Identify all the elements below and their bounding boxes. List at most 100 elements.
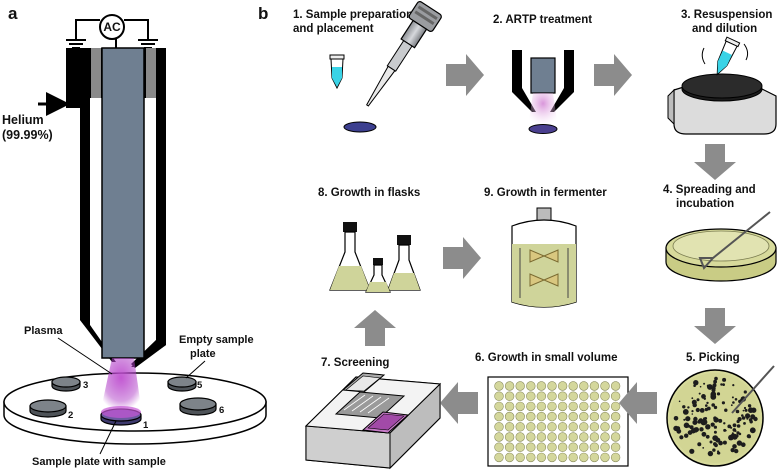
plate-6 xyxy=(179,397,217,416)
well xyxy=(526,411,536,422)
well xyxy=(515,401,525,412)
ac-label: AC xyxy=(103,20,121,34)
step-3-title-2: and dilution xyxy=(692,23,757,35)
colony xyxy=(712,383,717,388)
well xyxy=(579,452,589,463)
colony xyxy=(732,401,735,404)
well xyxy=(526,422,536,432)
well xyxy=(568,422,578,432)
arrow-8-to-9 xyxy=(443,237,481,279)
colony xyxy=(713,405,718,410)
well xyxy=(494,411,504,422)
well xyxy=(494,422,504,432)
step-6-illustration xyxy=(487,376,629,467)
step-1-illustration xyxy=(329,1,442,133)
well xyxy=(557,411,568,422)
colony xyxy=(718,418,723,423)
well xyxy=(600,411,610,422)
well xyxy=(547,452,557,463)
well xyxy=(504,422,515,432)
arrow-4-to-5 xyxy=(694,308,736,344)
plate-5 xyxy=(167,376,197,392)
colony xyxy=(692,402,697,408)
well xyxy=(568,391,578,401)
step-3-title: 3. Resuspension xyxy=(681,9,772,21)
well xyxy=(610,452,621,463)
well xyxy=(589,381,600,391)
well xyxy=(515,442,525,452)
well xyxy=(589,452,600,463)
colony xyxy=(701,394,706,399)
colony xyxy=(697,419,702,424)
plasma-label: Plasma xyxy=(24,325,63,337)
well xyxy=(610,442,621,452)
colony xyxy=(742,409,745,412)
plasma-jet xyxy=(100,358,142,414)
colony xyxy=(682,405,686,409)
well xyxy=(579,442,589,452)
central-electrode xyxy=(101,47,145,359)
well xyxy=(504,452,515,463)
colony xyxy=(748,407,754,414)
well xyxy=(579,411,589,422)
colony xyxy=(693,380,699,386)
colony xyxy=(710,394,713,396)
colony xyxy=(711,386,716,391)
colony xyxy=(724,408,728,412)
well xyxy=(547,381,557,391)
colony xyxy=(753,416,758,422)
step-9-illustration xyxy=(511,207,577,308)
well xyxy=(526,391,536,401)
flask-medium xyxy=(387,235,421,291)
pipette-icon xyxy=(366,1,442,107)
colony xyxy=(736,424,741,428)
step-5-title: 5. Picking xyxy=(686,352,740,364)
colony xyxy=(730,404,733,407)
well xyxy=(600,381,610,391)
well xyxy=(600,432,610,442)
well xyxy=(547,432,557,442)
colony xyxy=(732,444,737,449)
empty-plate-label-2: plate xyxy=(190,348,216,360)
well xyxy=(536,411,547,422)
colony xyxy=(691,413,694,415)
panel-b-letter: b xyxy=(258,4,268,23)
step-8-illustration xyxy=(329,222,421,293)
well xyxy=(579,391,589,401)
well xyxy=(504,432,515,442)
colony xyxy=(677,426,679,429)
colony xyxy=(741,414,744,417)
well xyxy=(494,391,504,401)
colony xyxy=(723,428,727,432)
step-1-title: 1. Sample preparation xyxy=(293,9,413,21)
plate-number-1: 1 xyxy=(143,420,149,431)
well xyxy=(515,381,525,391)
arrow-3-to-4 xyxy=(694,144,736,180)
colony xyxy=(720,383,723,386)
colony xyxy=(712,435,719,441)
well xyxy=(568,452,578,463)
well xyxy=(526,401,536,412)
colony xyxy=(697,442,702,447)
step-2-title: 2. ARTP treatment xyxy=(493,14,592,26)
plate-2 xyxy=(29,399,67,418)
colony xyxy=(730,426,733,429)
well xyxy=(568,411,578,422)
flask-small xyxy=(365,258,391,293)
well xyxy=(494,381,504,391)
well xyxy=(536,442,547,452)
well xyxy=(579,401,589,412)
plasma-leader xyxy=(57,337,113,375)
plasma-spot xyxy=(101,406,141,418)
colony xyxy=(705,404,708,407)
panel-b: b 1. Sample preparation and placement 2.… xyxy=(258,1,777,470)
colony xyxy=(718,442,721,445)
colony xyxy=(747,404,752,408)
colony xyxy=(691,410,694,413)
well xyxy=(610,391,621,401)
step-9-title: 9. Growth in fermenter xyxy=(484,187,607,199)
step-1-title-2: and placement xyxy=(293,23,374,35)
sample-disk xyxy=(343,121,377,133)
well xyxy=(610,411,621,422)
colony xyxy=(732,384,735,387)
